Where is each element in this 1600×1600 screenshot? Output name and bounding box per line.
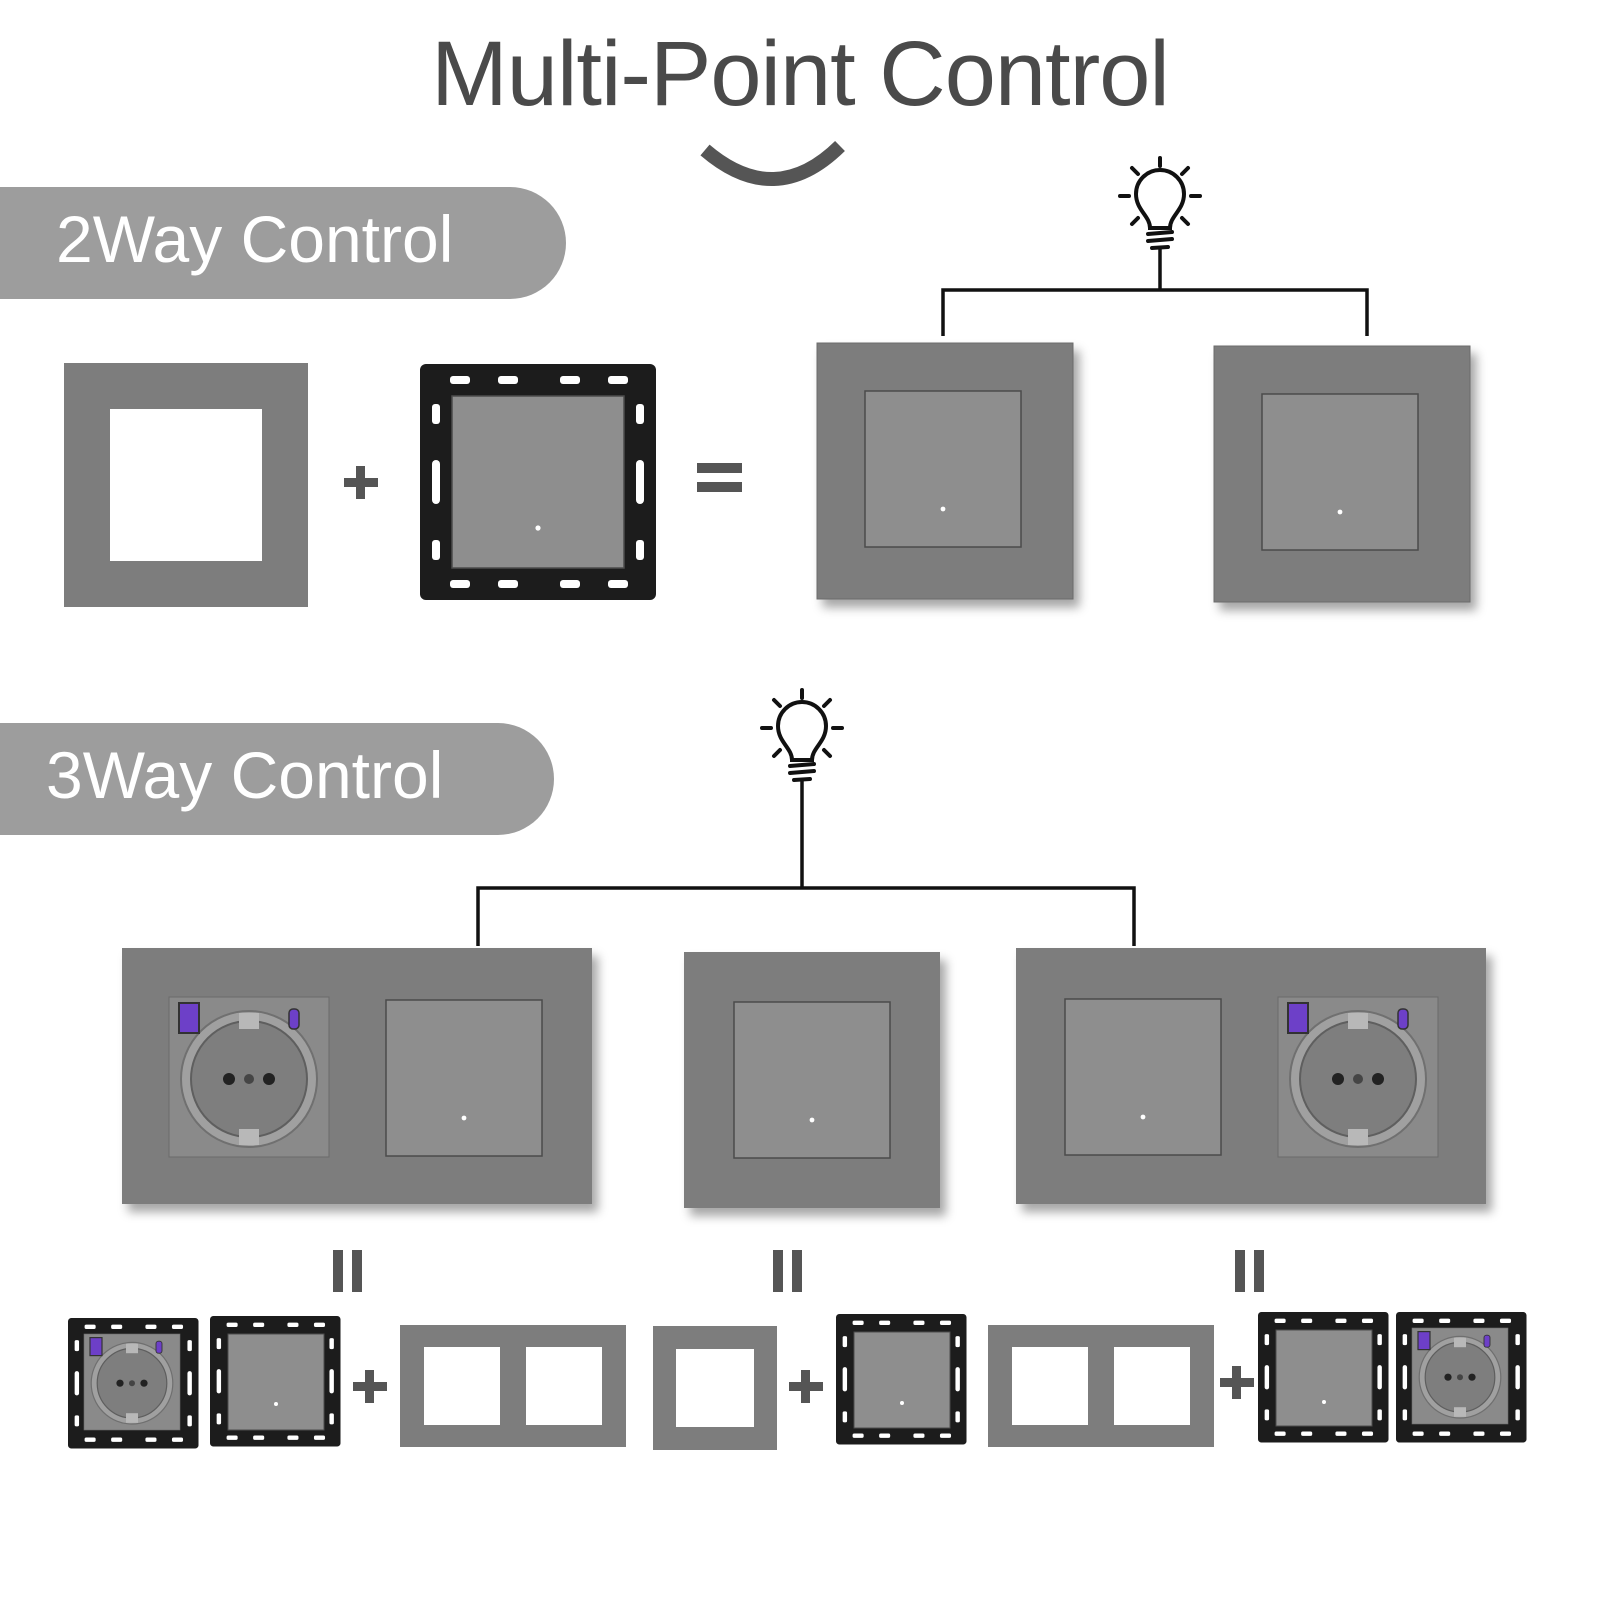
equals-sign-vertical [333, 1250, 362, 1292]
section-label-3way: 3Way Control [0, 723, 554, 835]
page-title: Multi-Point Control [431, 23, 1170, 125]
single-frame-small [653, 1326, 777, 1450]
equals-sign-vertical [773, 1250, 802, 1292]
section-label-2way: 2Way Control [0, 187, 566, 299]
plus-sign [789, 1370, 823, 1403]
light-bulb-icon [760, 688, 844, 782]
section-label-3way-text: 3Way Control [46, 738, 444, 812]
double-panel-socket-switch [122, 948, 592, 1204]
double-panel-switch-socket [1016, 948, 1486, 1204]
light-bulb-icon [1118, 156, 1202, 250]
smile-arc-icon [700, 140, 845, 186]
equals-sign-vertical [1235, 1250, 1264, 1292]
socket-module-with-bracket [1396, 1312, 1527, 1443]
section-label-2way-text: 2Way Control [56, 202, 454, 276]
installed-switch-left [817, 343, 1073, 599]
switch-module-with-bracket [836, 1314, 967, 1445]
switch-module-with-bracket [210, 1316, 341, 1447]
installed-switch-middle [684, 952, 940, 1208]
plus-sign [1220, 1366, 1254, 1399]
plus-sign [344, 466, 378, 499]
switch-module-with-bracket [1258, 1312, 1389, 1443]
installed-switch-right [1214, 346, 1470, 602]
plus-sign [353, 1370, 387, 1403]
double-frame [988, 1325, 1214, 1447]
equals-sign [697, 463, 742, 492]
wiring-2way [941, 248, 1369, 336]
switch-module-with-bracket [420, 364, 656, 600]
wiring-3way [476, 780, 1136, 946]
single-frame [64, 363, 308, 607]
socket-module-with-bracket [68, 1318, 199, 1449]
double-frame [400, 1325, 626, 1447]
